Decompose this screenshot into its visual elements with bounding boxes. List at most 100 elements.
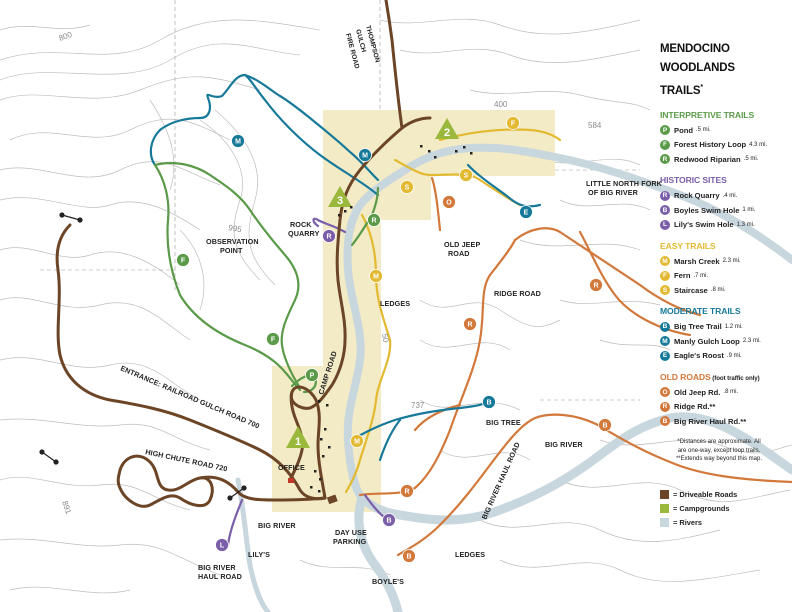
label-lilys: LILY'S [248, 550, 270, 559]
svg-text:400: 400 [494, 100, 508, 109]
ridge-road-upper [513, 227, 702, 317]
trail-marker-moderate: M [358, 148, 372, 162]
map-key-item: = Rivers [660, 516, 792, 530]
trail-name: Eagle's Roost [674, 351, 724, 361]
legend-item-old-roads: B Big River Haul Rd.** [660, 414, 792, 429]
svg-text:E: E [524, 210, 529, 217]
camp-road [289, 116, 432, 500]
legend-heading-old-roads: OLD ROADS (foot traffic only) [660, 371, 760, 382]
trail-code-badge: R [660, 154, 670, 165]
trail-length: .4 mi. [722, 192, 738, 199]
svg-text:737: 737 [411, 401, 425, 410]
svg-text:B: B [486, 400, 491, 407]
map-key-label: = Rivers [673, 518, 702, 528]
forest-history-loop [153, 163, 302, 392]
trail-marker-moderate: E [519, 205, 533, 219]
trail-marker-easy: F [506, 116, 520, 130]
label-rock: ROCK [290, 220, 312, 229]
trail-name: Big River Haul Rd.** [674, 416, 747, 426]
svg-text:R: R [593, 283, 598, 290]
office-marker [288, 478, 294, 483]
trail-code-badge: B [660, 416, 670, 427]
campground-1: 1 [286, 426, 310, 448]
label-old-jeep: OLD JEEP [444, 240, 480, 249]
trail-marker-old-roads: R [589, 278, 603, 292]
old-jeep-road [430, 176, 442, 232]
color-swatch [660, 490, 669, 500]
trail-name: Marsh Creek [674, 256, 720, 266]
svg-text:M: M [362, 153, 368, 160]
trail-marker-old-roads: B [598, 418, 612, 432]
parking-marker [326, 494, 338, 505]
trail-length: .9 mi. [726, 352, 742, 359]
map-key: = Driveable Roads= Campgrounds= Rivers [660, 488, 792, 530]
svg-text:O: O [446, 200, 452, 207]
label-of-big-river: OF BIG RIVER [588, 188, 639, 197]
svg-text:M: M [373, 274, 379, 281]
trail-length: 1 mi. [742, 207, 756, 214]
label-thompson: THOMPSON [364, 25, 381, 64]
label-high-chute: HIGH CHUTE ROAD 720 [145, 447, 229, 473]
trail-name: Redwood Riparian [674, 154, 741, 164]
trail-marker-easy: S [400, 180, 414, 194]
label-quarry: QUARRY [288, 229, 320, 238]
big-river [357, 412, 792, 525]
big-river-channel [343, 143, 792, 502]
river-west [235, 477, 271, 612]
rock-quarry-trail [312, 217, 347, 234]
svg-text:B: B [602, 423, 607, 430]
trail-marker-historic: B [382, 513, 396, 527]
contour-lines [0, 18, 792, 594]
label-observation: OBSERVATION [206, 237, 259, 246]
trail-length: 1.2 mi. [724, 323, 743, 330]
svg-text:L: L [220, 543, 225, 550]
trail-name: Ridge Rd.** [674, 402, 716, 412]
manly-gulch-loop-east [243, 73, 380, 182]
svg-text:M: M [235, 139, 241, 146]
campground-2: 2 [435, 118, 459, 139]
trail-marker-interpretive: F [266, 332, 280, 346]
trail-marker-old-roads: B [402, 549, 416, 563]
map-title: MENDOCINO WOODLANDS TRAILS* [660, 43, 735, 97]
trail-marker-easy: M [350, 434, 364, 448]
trail-name: Pond [674, 125, 693, 135]
map-key-label: = Campgrounds [673, 504, 730, 514]
svg-text:584: 584 [588, 121, 602, 130]
trail-code-badge: M [660, 336, 670, 347]
svg-text:F: F [511, 121, 516, 128]
legend-heading-moderate: MODERATE TRAILS [660, 306, 741, 317]
trail-marker-interpretive: F [176, 253, 190, 267]
svg-text:F: F [271, 337, 276, 344]
label-haul-road: HAUL ROAD [198, 572, 242, 581]
trail-code-badge: E [660, 350, 670, 361]
legend-heading-easy: EASY TRAILS [660, 240, 716, 251]
svg-text:S: S [464, 173, 469, 180]
elevation-labels: 800 400 584 995 50 737 891 [58, 30, 602, 516]
trail-marker-interpretive: R [367, 213, 381, 227]
high-chute-road [116, 454, 214, 508]
trail-name: Old Jeep Rd. [674, 387, 721, 397]
forest-history-loop-north [153, 161, 302, 390]
big-river-haul-road [396, 413, 792, 557]
trail-length: .7 mi. [693, 272, 709, 279]
label-big-tree: BIG TREE [486, 418, 521, 427]
trail-length: .8 mi. [710, 287, 726, 294]
trail-code-badge: F [660, 270, 670, 281]
thompson-gulch-fire-road [384, 0, 404, 130]
trail-code-badge: F [660, 139, 670, 150]
moderate-trails [149, 73, 542, 462]
trail-code-badge: B [660, 321, 670, 332]
legend-heading-historic: HISTORIC SITES [660, 175, 727, 186]
svg-text:2: 2 [444, 127, 450, 139]
color-swatch [660, 518, 669, 528]
trail-marker-interpretive: P [305, 368, 319, 382]
trail-length: 1.3 mi. [736, 221, 755, 228]
trail-length: .5 mi. [695, 127, 711, 134]
trail-marker-moderate: M [231, 134, 245, 148]
label-big-river-haul: BIG RIVER [198, 563, 236, 572]
lilys-swim-hole-trail [226, 498, 244, 547]
